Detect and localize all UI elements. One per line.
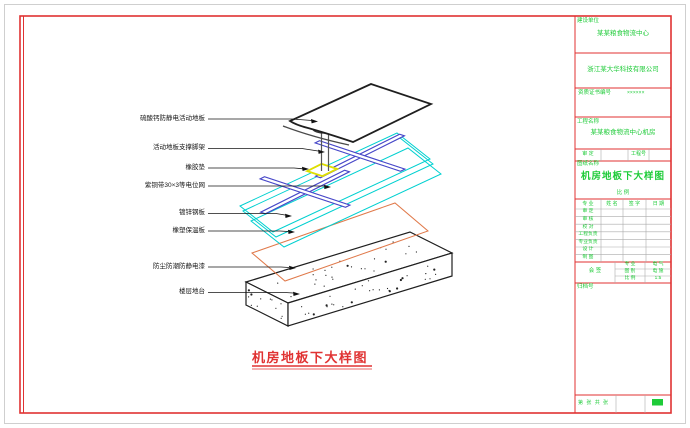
cert-no-label: 资质证书编号 xyxy=(578,89,612,96)
countersign-label: 会 签 xyxy=(588,268,602,274)
sign-row-label: 校 对 xyxy=(582,224,594,230)
page-number-box xyxy=(652,399,663,406)
sign-header-cell: 签 字 xyxy=(628,201,641,207)
concrete-slab xyxy=(244,231,454,327)
label-steel-sheet: 镀锌钢板 xyxy=(179,209,205,216)
owner-unit-value: 某某粮食物流中心 xyxy=(597,30,649,37)
design-company: 浙江某大华科技有限公司 xyxy=(587,65,659,73)
label-copper-grid: 紫铜带30×3等电位网 xyxy=(144,181,205,189)
meta-label: 图 别 xyxy=(624,269,636,275)
sign-row-label: 工程负责 xyxy=(578,232,598,238)
drawing-frame xyxy=(4,4,686,424)
sign-header-cell: 专 业 xyxy=(582,201,594,207)
meta-label: 比 例 xyxy=(624,276,636,282)
label-rubber-pad: 橡胶垫 xyxy=(185,163,206,171)
copper-grid-layer xyxy=(258,133,407,215)
sign-row-label: 制 图 xyxy=(582,254,594,260)
sign-header-cell: 姓 名 xyxy=(606,201,618,207)
scale-label: 比 例 xyxy=(616,189,630,196)
label-access-floor-panel: 硫酸钙防静电活动地板 xyxy=(140,114,205,122)
floor-panel-layer xyxy=(282,83,434,146)
sign-row-label: 专业负责 xyxy=(578,239,598,245)
concrete-speckle-texture xyxy=(247,241,437,319)
meta-value: 电 气 xyxy=(652,262,664,268)
info-row-cell: 审 定 xyxy=(582,150,594,157)
meta-value: 1:5 xyxy=(654,276,662,282)
page-note: 第 张 共 张 xyxy=(578,399,610,406)
label-floor-slab: 楼层地台 xyxy=(179,288,205,295)
leader-lines xyxy=(208,118,331,296)
cert-no-value: ×××××× xyxy=(627,90,645,96)
antistatic-paint-layer xyxy=(251,202,429,282)
sign-row-label: 设 计 xyxy=(582,247,594,253)
drawing-caption: 机房地板下大样图 xyxy=(251,350,368,365)
archive-no-label: 归档号 xyxy=(577,284,594,290)
meta-value: 电 施 xyxy=(652,269,664,275)
meta-label: 专 业 xyxy=(624,262,636,268)
label-antistatic-paint: 防尘防潮防静电漆 xyxy=(153,262,205,270)
label-insulation-board: 橡塑保温板 xyxy=(172,226,206,234)
sheet-title: 机房地板下大样图 xyxy=(580,171,665,182)
sign-row-label: 审 定 xyxy=(582,209,594,215)
project-name-label: 工程名称 xyxy=(577,118,600,125)
sheet-name-label: 图纸名称 xyxy=(577,161,600,167)
title-block-grid xyxy=(575,52,671,413)
sign-row-label: 审 核 xyxy=(582,216,594,222)
owner-unit-label: 建设单位 xyxy=(577,17,600,24)
caption-underline xyxy=(252,365,372,370)
info-row-cell: 工程号 xyxy=(630,150,646,157)
label-pedestal: 活动地板支撑脚架 xyxy=(153,144,205,151)
project-name-value: 某某粮食物流中心机房 xyxy=(590,129,656,136)
sign-header-cell: 日 期 xyxy=(652,201,665,207)
